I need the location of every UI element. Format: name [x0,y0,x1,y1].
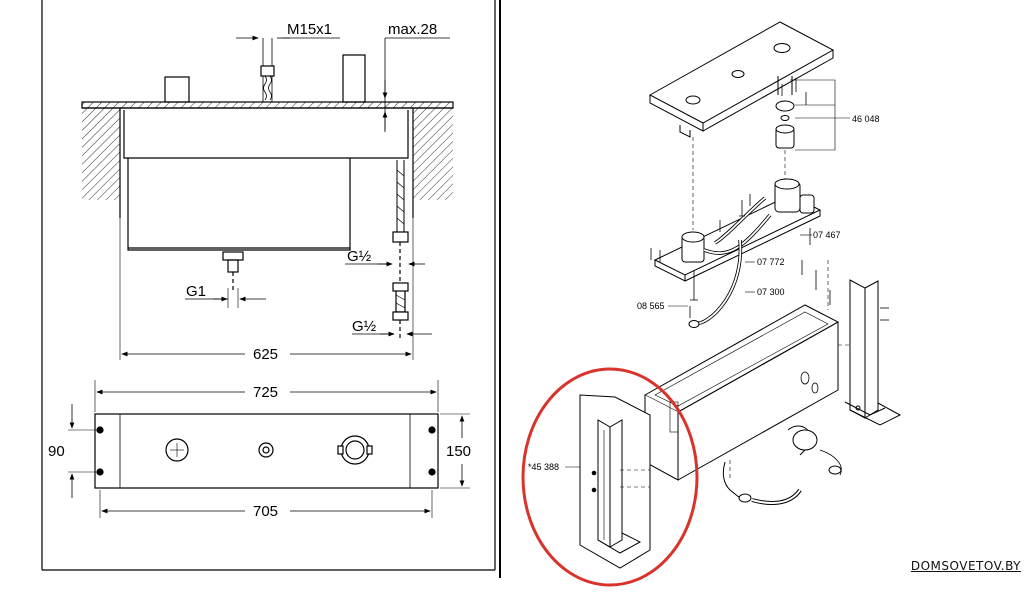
outlet-g1-label: G1 [186,283,206,300]
top-cover-plate [648,21,835,124]
part-label-46048: 46 048 [852,114,880,124]
wall-left-hatch [82,108,120,200]
part-label-08565: 08 565 [637,301,665,311]
hole-center [258,442,274,458]
dimension-labels: M15x1 max.28 G1 G½ G½ 625 725 705 150 90 [48,21,478,520]
exploded-view [565,21,902,569]
screws [650,78,889,321]
hole-spacing-label: 705 [253,503,278,520]
mounting-plate [94,413,439,489]
housing-tray-top [643,304,840,413]
body-width-label: 625 [253,346,278,363]
thread-label: M15x1 [287,21,332,38]
part-label-07467: 07 467 [813,230,841,240]
part-number-labels: 46 048 07 467 07 772 07 300 08 565 *45 3… [528,114,880,472]
plan-view [68,380,470,518]
plate-width-label: 725 [253,384,278,401]
left-panel-frame [41,0,501,578]
handle-block-left [164,76,190,103]
max-depth-label: max.28 [388,21,437,38]
inlet-lower-label: G½ [352,318,377,335]
watermark-text: DOMSOVETOV.BY [910,559,1021,573]
hole-right [340,435,370,465]
inner-height-label: 90 [48,443,65,460]
highlight-ellipse [521,367,699,587]
wall-right-hatch [413,108,453,200]
deck-surface [81,101,454,109]
wall-bracket [849,279,866,419]
outlet-fitting [222,251,244,261]
hole-left [165,438,189,462]
inlet-upper-label: G½ [347,248,372,265]
part-label-07300: 07 300 [757,287,785,297]
plate-height-label: 150 [446,443,471,460]
part-label-45388: *45 388 [528,462,559,472]
part-label-07772: 07 772 [757,257,785,267]
housing-body [127,158,351,251]
handle-block-right [342,54,366,103]
section-view [81,35,454,360]
